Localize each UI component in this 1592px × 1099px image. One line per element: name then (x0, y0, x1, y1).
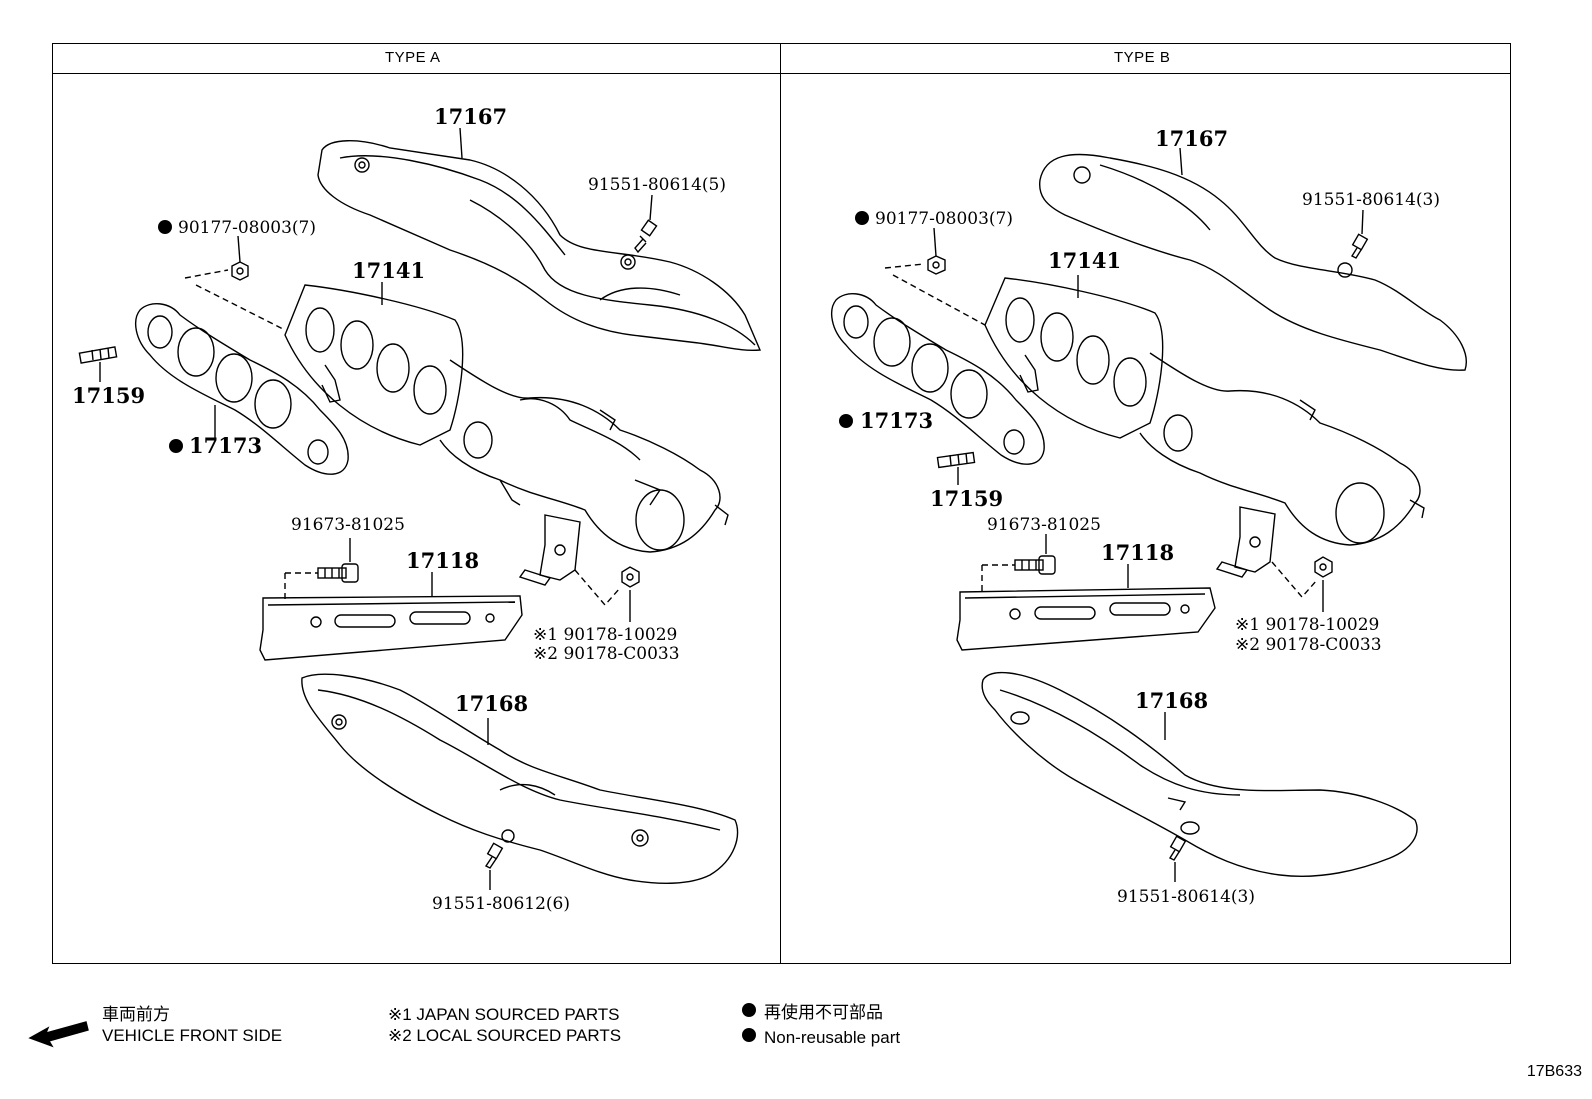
bolt-91551-a (634, 219, 658, 254)
type-b-title: TYPE B (1114, 49, 1171, 66)
heat-insulator-upper-a (317, 140, 762, 352)
non-reusable-dot-icon (169, 439, 183, 453)
type-a-title: TYPE A (385, 49, 441, 66)
bracket-b (1234, 506, 1276, 573)
label-91673-b: 91673-81025 (987, 515, 1101, 535)
panel-divider (780, 43, 781, 964)
bolt-91551-b (1350, 233, 1369, 259)
gasket-17173-b (830, 293, 1045, 465)
non-reusable-dot-icon (742, 1028, 756, 1042)
label-17173-a: 17173 (189, 433, 262, 458)
label-91551-80614-b: 91551-80614(3) (1302, 190, 1440, 210)
label-17173-b: 17173 (860, 408, 933, 433)
nut-90178-b (1314, 556, 1333, 578)
non-reusable-en: Non-reusable part (764, 1028, 901, 1047)
non-reusable-dot-icon (855, 211, 869, 225)
legend-non-reusable: 再使用不可部品 Non-reusable part (764, 1000, 900, 1050)
gasket-17173-a (134, 303, 349, 475)
legend-sourcing: ※1 JAPAN SOURCED PARTS ※2 LOCAL SOURCED … (388, 1004, 621, 1046)
heat-insulator-upper-b (1038, 153, 1467, 371)
label-17118-b: 17118 (1101, 540, 1174, 565)
front-side-en: VEHICLE FRONT SIDE (102, 1026, 283, 1045)
legend-front-side: 車両前方 VEHICLE FRONT SIDE (102, 1004, 282, 1046)
label-17118-a: 17118 (406, 548, 479, 573)
stud-17159-b (936, 451, 976, 469)
label-91551-80614-lower-b: 91551-80614(3) (1117, 887, 1255, 907)
non-reusable-dot-icon (839, 414, 853, 428)
labels-type-a: 17167 91551-80614(5) 90177-08003(7) 1714… (72, 104, 726, 914)
label-17159-b: 17159 (930, 486, 1003, 511)
label-91551-80614-a: 91551-80614(5) (588, 175, 726, 195)
illustration-code: 17B633 (1526, 1063, 1582, 1080)
label-17141-a: 17141 (352, 258, 425, 283)
bolt-91673-b (1014, 555, 1056, 575)
exhaust-manifold-17141-b (984, 277, 1425, 546)
heat-insulator-lower-a (301, 673, 739, 884)
local-sourced-note: ※2 LOCAL SOURCED PARTS (388, 1026, 622, 1045)
bolt-91673-a (317, 563, 359, 583)
diagram-frame (52, 43, 1511, 964)
label-91673-a: 91673-81025 (291, 515, 405, 535)
stay-17118-b (956, 587, 1216, 651)
non-reusable-jp: 再使用不可部品 (764, 1003, 883, 1022)
nut-90178-a (621, 566, 640, 588)
nut-90177-a (231, 261, 249, 281)
bolt-91551-lower-a (484, 842, 504, 869)
label-17141-b: 17141 (1048, 248, 1121, 273)
label-17168-b: 17168 (1135, 688, 1208, 713)
label-90178-10029-a: ※1 90178-10029 (533, 625, 677, 645)
bolt-91551-lower-b (1168, 835, 1187, 861)
label-91551-80612-a: 91551-80612(6) (432, 894, 570, 914)
front-side-jp: 車両前方 (102, 1005, 170, 1024)
label-17167-a: 17167 (434, 104, 507, 129)
stay-17118-a (259, 595, 523, 661)
label-17168-a: 17168 (455, 691, 528, 716)
heat-insulator-lower-b (981, 671, 1418, 878)
stud-17159-a (78, 346, 118, 364)
nut-90177-b (927, 255, 946, 275)
non-reusable-dot-icon (742, 1003, 756, 1017)
header-divider (52, 73, 1511, 74)
labels-type-b: 17167 91551-80614(3) 90177-08003(7) 1714… (839, 126, 1440, 907)
label-90177-b: 90177-08003(7) (875, 209, 1013, 229)
label-90178-C0033-b: ※2 90178-C0033 (1235, 635, 1382, 655)
label-17159-a: 17159 (72, 383, 145, 408)
label-90177-a: 90177-08003(7) (178, 218, 316, 238)
exhaust-manifold-17141-a (284, 284, 729, 553)
label-90178-10029-b: ※1 90178-10029 (1235, 615, 1379, 635)
non-reusable-dot-icon (158, 220, 172, 234)
japan-sourced-note: ※1 JAPAN SOURCED PARTS (388, 1005, 620, 1024)
bracket-a (539, 514, 581, 581)
label-17167-b: 17167 (1155, 126, 1228, 151)
label-90178-C0033-a: ※2 90178-C0033 (533, 644, 680, 664)
vehicle-front-arrow-icon (28, 1021, 89, 1048)
